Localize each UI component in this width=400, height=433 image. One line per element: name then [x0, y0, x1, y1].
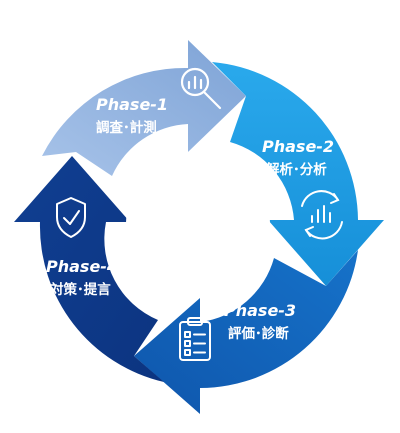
- phase-3-subtitle: 評価･診断: [228, 325, 289, 342]
- phase-2-arrow: [212, 62, 384, 286]
- phase-4-arrow: [14, 156, 164, 382]
- phase-1-segment: [42, 40, 246, 176]
- phase-2-subtitle: 解析･分析: [266, 161, 327, 178]
- phase-4-segment: [14, 156, 164, 382]
- phase-4-subtitle: 対策･提言: [49, 281, 111, 298]
- magnifier-chart-icon: [180, 67, 222, 110]
- phase-2-title: Phase-2: [262, 137, 334, 156]
- shield-check-icon: [56, 197, 86, 238]
- phase-1-arrow: [42, 40, 246, 176]
- phase-3-title: Phase-3: [224, 301, 296, 320]
- clipboard-icon: [179, 317, 211, 361]
- phase-1-subtitle: 調査･計測: [96, 119, 157, 136]
- phase-3-arrow: [134, 250, 358, 414]
- phase-1-title: Phase-1: [96, 95, 168, 114]
- center-hole: [126, 151, 270, 295]
- phase-4-title: Phase-4: [46, 257, 118, 276]
- phase-2-segment: [212, 62, 384, 286]
- phase-3-segment: [134, 250, 358, 414]
- cycle-chart-icon: [301, 190, 343, 240]
